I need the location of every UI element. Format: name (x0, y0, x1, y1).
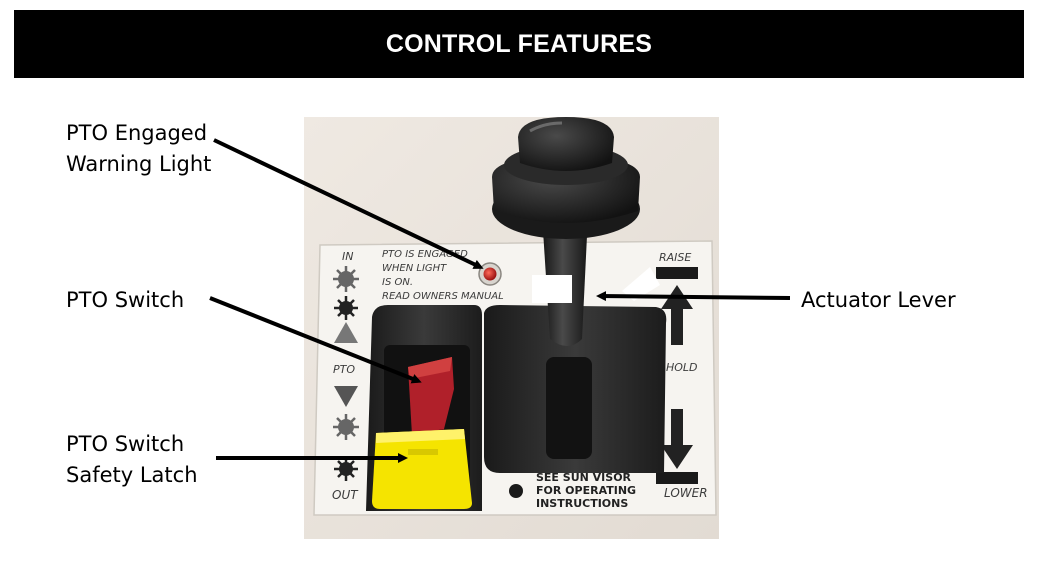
safety-latch-callout-line1: PTO Switch (66, 432, 185, 456)
visor-line-2: FOR OPERATING (536, 484, 636, 497)
actuator-housing (484, 305, 667, 498)
raise-bar (656, 267, 698, 279)
arrow-down-icon (334, 386, 358, 407)
sun-lower-icon (333, 414, 359, 440)
glare-highlight (532, 275, 572, 303)
mount-screw (509, 484, 523, 498)
pto-safety-latch[interactable] (372, 429, 472, 509)
page-header: CONTROL FEATURES (14, 10, 1024, 78)
hold-label: HOLD (666, 361, 698, 374)
warning-line-4: READ OWNERS MANUAL (382, 291, 504, 302)
raise-label: RAISE (659, 251, 691, 264)
visor-line-3: INSTRUCTIONS (536, 497, 628, 510)
warning-line-3: IS ON. (382, 277, 413, 288)
safety-latch-callout: PTO Switch Safety Latch (66, 429, 198, 491)
lower-arrow-icon (661, 409, 693, 469)
page-title: CONTROL FEATURES (385, 29, 653, 58)
control-unit-photo: IN PTO (304, 117, 719, 539)
in-label: IN (342, 250, 353, 263)
pto-switch-callout: PTO Switch (66, 288, 185, 312)
sun-lower-dark-icon (334, 457, 358, 481)
pto-light-callout: PTO Engaged Warning Light (66, 118, 211, 180)
visor-text-block: SEE SUN VISOR FOR OPERATING INSTRUCTIONS (536, 471, 636, 510)
warning-line-2: WHEN LIGHT (382, 263, 447, 274)
out-label: OUT (332, 488, 359, 502)
visor-line-1: SEE SUN VISOR (536, 471, 632, 484)
pto-light-callout-line1: PTO Engaged (66, 121, 208, 145)
pto-panel-label: PTO (333, 363, 355, 376)
warning-line-1: PTO IS ENGAGED (382, 249, 468, 260)
lower-bar (656, 472, 698, 484)
safety-latch-callout-line2: Safety Latch (66, 463, 198, 487)
pto-light-callout-line2: Warning Light (66, 152, 212, 176)
raise-arrow-icon (661, 285, 693, 345)
glare-highlight-2 (622, 267, 660, 301)
sun-icon (333, 266, 359, 292)
actuator-lever-callout: Actuator Lever (801, 288, 956, 312)
raise-lower-column: RAISE HOLD LOWER (656, 251, 708, 500)
pto-warning-light (478, 262, 502, 286)
lower-label: LOWER (664, 486, 708, 500)
